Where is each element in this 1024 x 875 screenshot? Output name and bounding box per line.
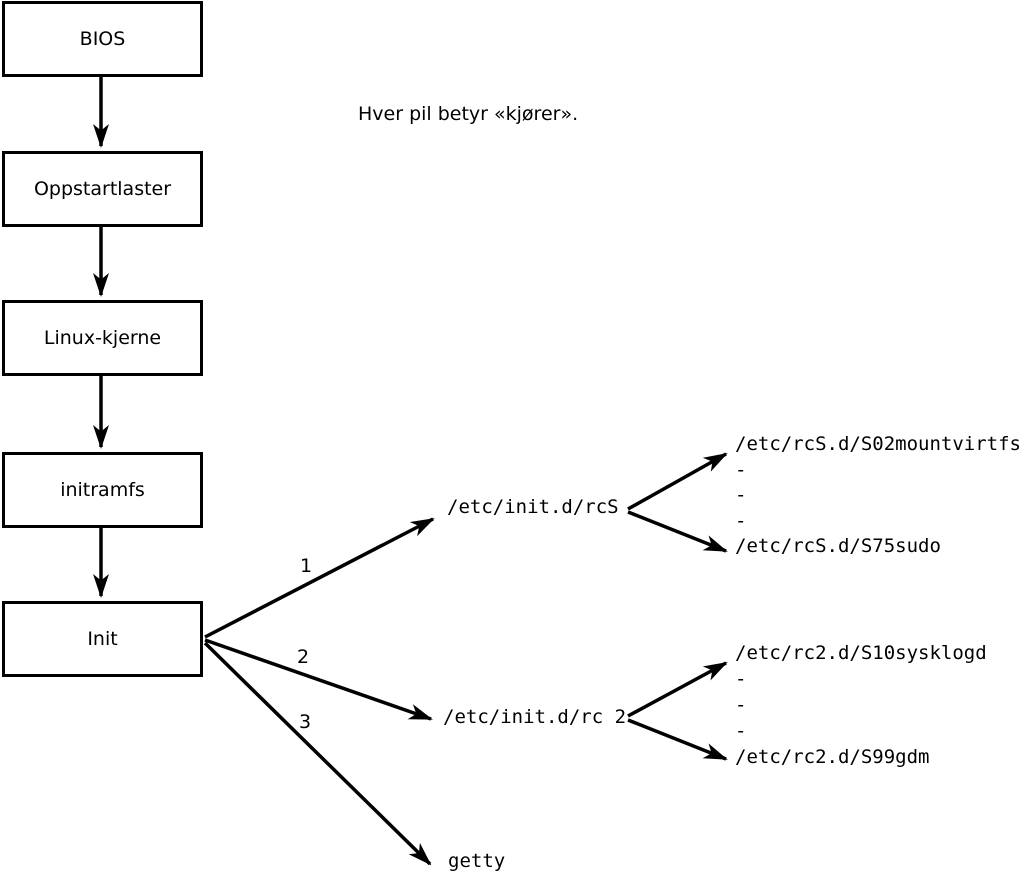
- legend-note: Hver pil betyr «kjører».: [358, 103, 579, 125]
- script-item: /etc/rc2.d/S99gdm: [735, 746, 930, 768]
- script-item-ellipsis: -: [735, 509, 747, 532]
- arrow-init-to-rcS: [204, 517, 435, 639]
- script-item: /etc/rcS.d/S75sudo: [735, 535, 941, 557]
- box-linux-kjerne-label: Linux-kjerne: [43, 327, 162, 349]
- arrow-rc2-to-S10sysklogd: [627, 661, 728, 718]
- rc2-script-list: /etc/rc2.d/S10sysklogd - - - /etc/rc2.d/…: [735, 640, 987, 770]
- box-init: Init: [2, 601, 203, 677]
- edge-label-3: 3: [299, 711, 312, 733]
- script-item: /etc/rc2.d/S10sysklogd: [735, 642, 987, 664]
- arrow-rcS-to-S75sudo: [627, 510, 728, 553]
- box-oppstartlaster-label: Oppstartlaster: [33, 178, 172, 200]
- box-initramfs-label: initramfs: [60, 479, 145, 501]
- script-item-ellipsis: -: [735, 458, 747, 481]
- box-initramfs: initramfs: [2, 452, 203, 528]
- edge-label-2: 2: [297, 646, 310, 668]
- arrow-init-to-rc2: [204, 638, 433, 721]
- rcS-script-list: /etc/rcS.d/S02mountvirtfs - - - /etc/rcS…: [735, 432, 1021, 560]
- arrow-init-to-getty: [203, 641, 432, 866]
- box-linux-kjerne: Linux-kjerne: [2, 300, 203, 376]
- box-bios-label: BIOS: [79, 28, 126, 50]
- script-item-ellipsis: -: [735, 668, 747, 690]
- script-item-ellipsis: -: [735, 694, 747, 716]
- script-item: /etc/rcS.d/S02mountvirtfs: [735, 433, 1021, 455]
- arrow-rcS-to-S02mountvirtfs: [627, 452, 728, 511]
- node-init-d-rcS: /etc/init.d/rcS: [447, 496, 619, 518]
- script-item-ellipsis: -: [735, 720, 747, 742]
- edge-label-1: 1: [300, 555, 313, 577]
- node-init-d-rc2: /etc/init.d/rc 2: [443, 706, 627, 728]
- arrow-rc2-to-S99gdm: [627, 718, 728, 761]
- node-getty: getty: [448, 850, 506, 872]
- script-item-ellipsis: -: [735, 484, 747, 506]
- box-init-label: Init: [87, 628, 118, 650]
- box-oppstartlaster: Oppstartlaster: [2, 151, 203, 227]
- box-bios: BIOS: [2, 1, 203, 77]
